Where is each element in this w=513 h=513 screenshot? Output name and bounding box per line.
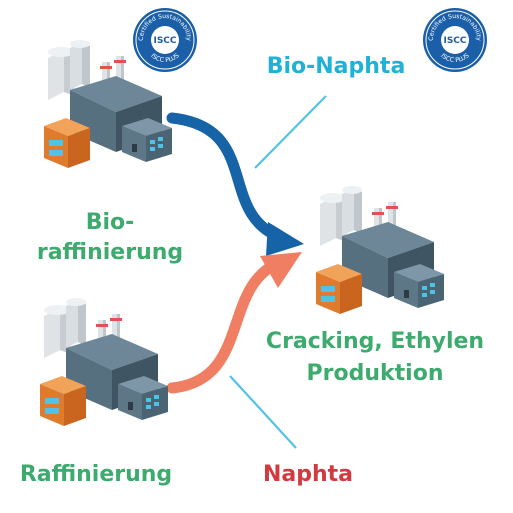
bio-naphta-label: Bio-Naphta	[266, 54, 406, 79]
fossil-arrowhead	[260, 252, 302, 288]
bio-arrowhead	[266, 222, 304, 256]
refining-label: Raffinierung	[19, 462, 173, 487]
iscc-badge-icon: Certified Sustainability ISCC PLUS ISCC	[423, 8, 487, 72]
cracking-label-line1: Cracking, Ethylen	[265, 329, 485, 354]
bio-refining-label: Bio- raffinierung	[10, 208, 210, 268]
naphta-connector-line	[229, 375, 297, 449]
badge-center-text: ISCC	[443, 36, 466, 46]
bio-arrow	[166, 112, 288, 244]
cracking-label: Cracking, Ethylen Produktion	[250, 326, 500, 390]
bio-refining-label-line2: raffinierung	[36, 240, 184, 265]
badge-arc-bottom-text: ISCC PLUS	[149, 52, 180, 64]
badge-arc-bottom-text: ISCC PLUS	[439, 52, 470, 64]
cracker-factory-icon	[316, 186, 444, 314]
badge-center-text: ISCC	[153, 36, 176, 46]
svg-text:ISCC PLUS: ISCC PLUS	[149, 52, 180, 64]
cracking-label-line2: Produktion	[306, 361, 444, 386]
svg-text:ISCC PLUS: ISCC PLUS	[439, 52, 470, 64]
fossil-arrow	[166, 258, 282, 394]
naphta-label: Naphta	[262, 462, 354, 487]
refinery-factory-icon	[40, 298, 168, 426]
iscc-badge-icon: Certified Sustainability ISCC PLUS ISCC	[133, 8, 197, 72]
bio-refining-label-line1: Bio-	[85, 210, 135, 235]
bio-naphta-connector-line	[254, 95, 327, 169]
